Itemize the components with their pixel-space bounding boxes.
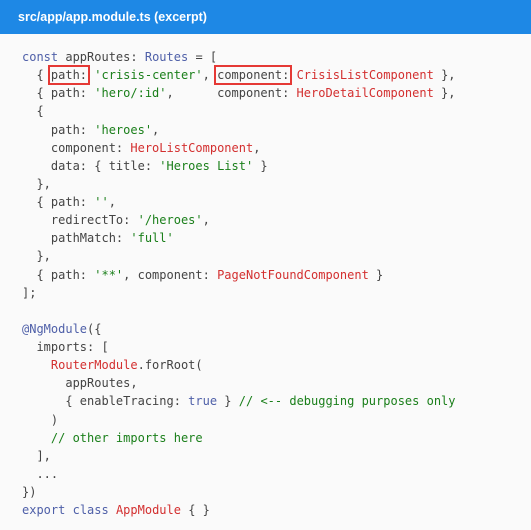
code-example-header: src/app/app.module.ts (excerpt) (0, 0, 531, 34)
code-line-23: ], (22, 448, 51, 463)
highlighted-path-key: path: (47, 65, 91, 86)
code-line-13: { path: '**', component: PageNotFoundCom… (22, 267, 384, 282)
code-line-17: imports: [ (22, 340, 109, 354)
code-line-25: }) (22, 485, 37, 499)
code-line-10: redirectTo: '/heroes', (22, 213, 210, 228)
code-line-11: pathMatch: 'full' (22, 231, 174, 246)
code-line-8: }, (22, 176, 51, 191)
code-line-3: { path: 'hero/:id', component: HeroDetai… (22, 86, 456, 101)
code-line-24: ... (22, 466, 59, 481)
code-line-6: component: HeroListComponent, (22, 140, 261, 155)
code-line-26: export class AppModule { } (22, 503, 210, 518)
code-line-20: { enableTracing: true } // <-- debugging… (22, 394, 456, 409)
code-line-22: // other imports here (50, 430, 203, 445)
code-line-12: }, (22, 249, 51, 264)
code-line-2: { path: 'crisis-center', component: Cris… (22, 65, 456, 86)
code-text: const appRoutes: Routes = [ { path: 'cri… (0, 34, 531, 519)
code-line-19: appRoutes, (22, 376, 138, 391)
code-line-1: const appRoutes: Routes = [ (22, 50, 218, 64)
code-line-7: data: { title: 'Heroes List' } (22, 158, 268, 173)
code-block: const appRoutes: Routes = [ { path: 'cri… (0, 34, 531, 530)
code-line-18: RouterModule.forRoot( (50, 358, 203, 373)
code-line-16: @NgModule({ (22, 321, 102, 336)
code-line-9: { path: '', (22, 195, 116, 209)
highlighted-component-key: component: (214, 65, 293, 86)
code-line-14: ]; (22, 285, 37, 300)
code-line-21: ) (22, 412, 59, 427)
code-line-4: { (22, 104, 44, 119)
code-line-5: path: 'heroes', (22, 122, 160, 137)
